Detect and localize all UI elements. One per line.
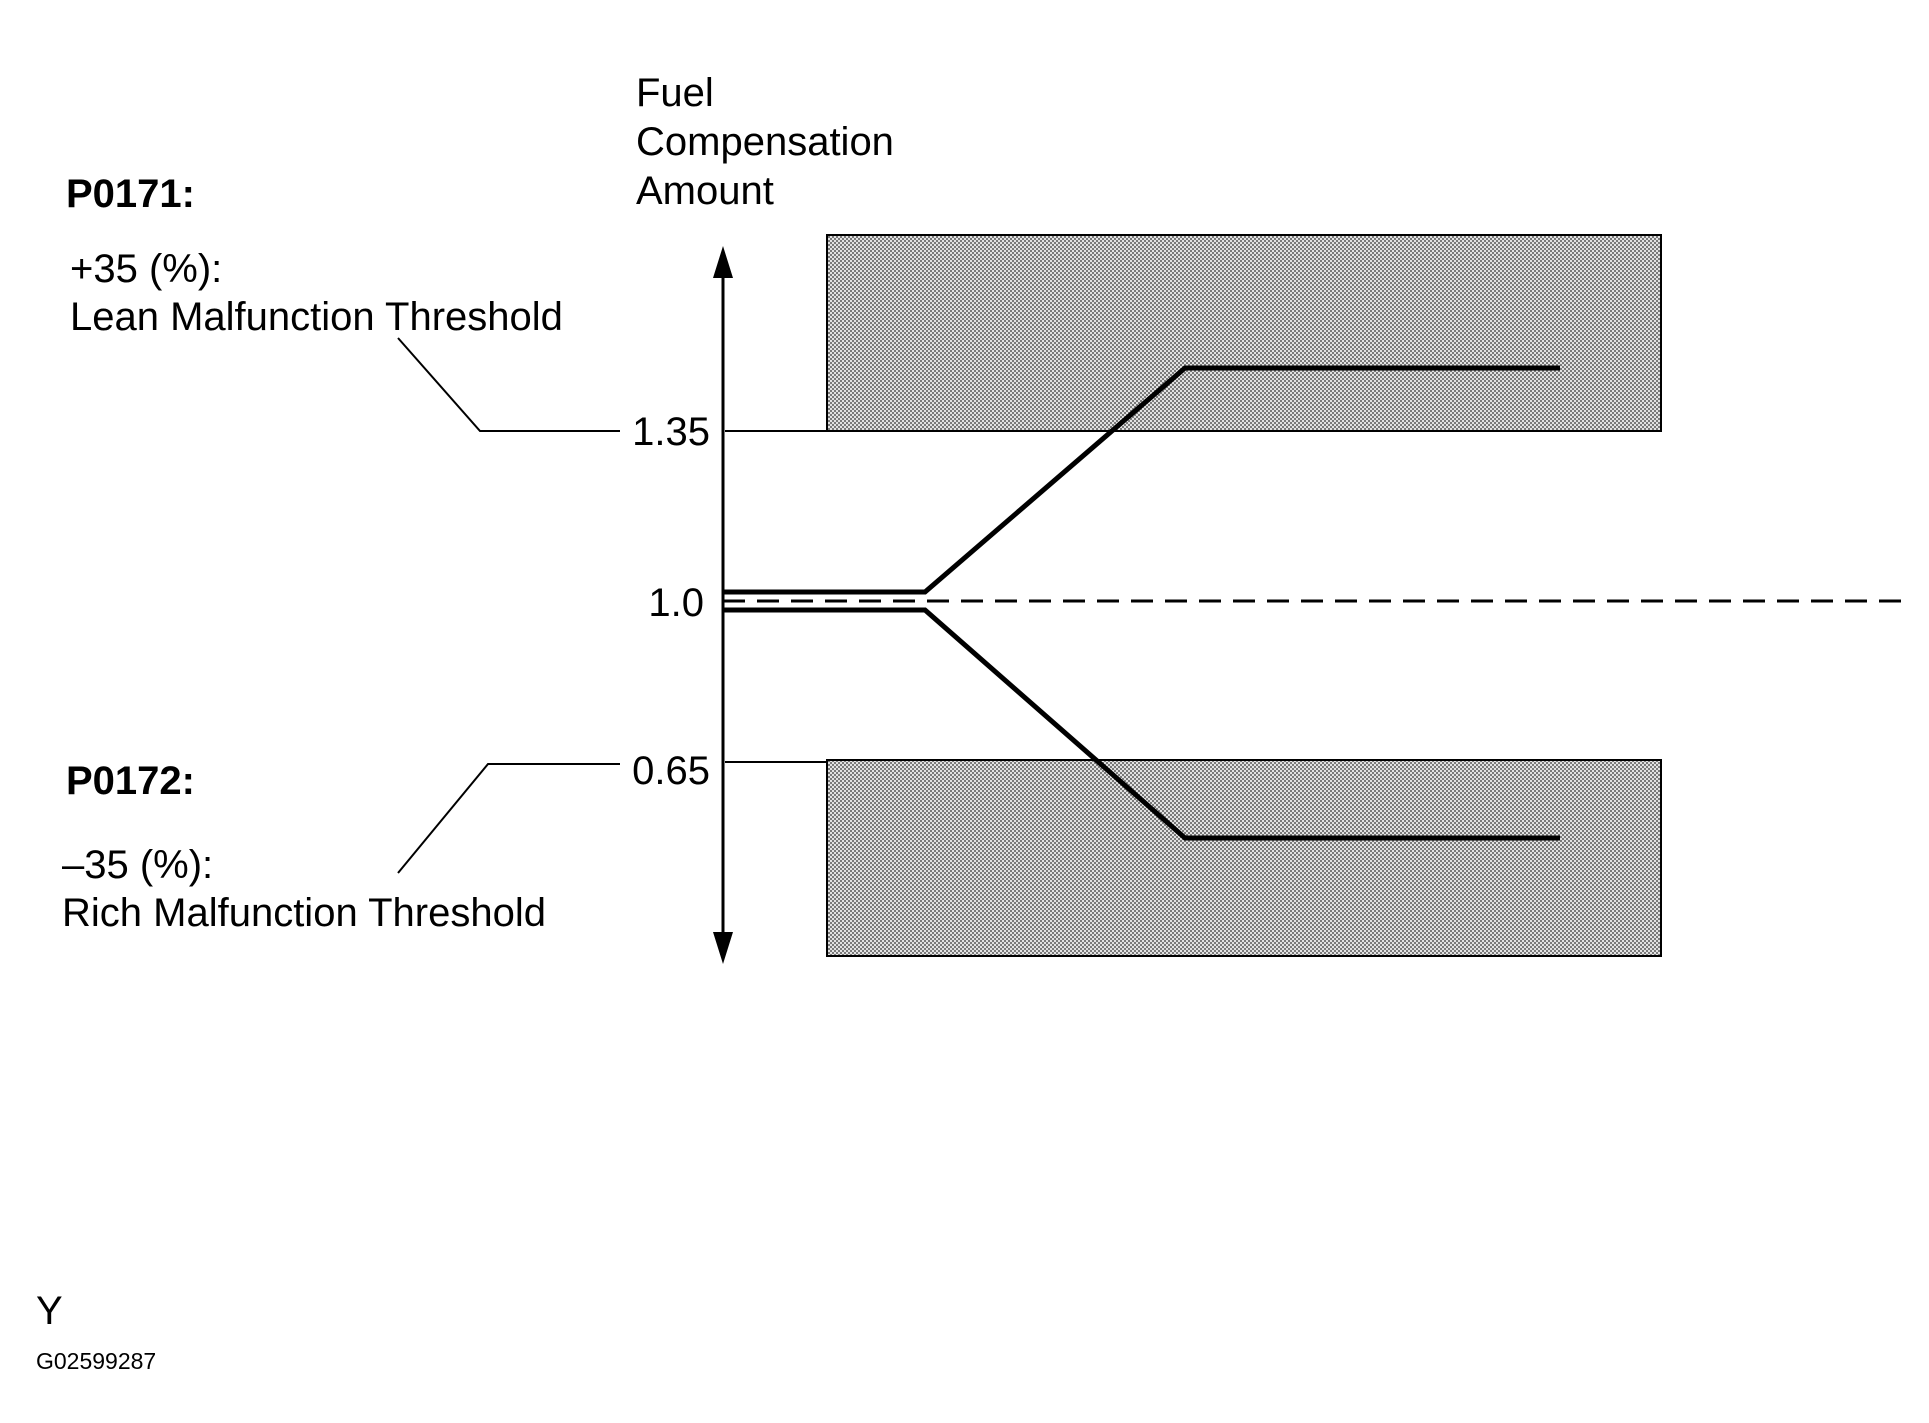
p0171-leader-line	[397, 337, 620, 432]
p0171-code: P0171:	[66, 172, 195, 216]
p0172-value: –35 (%):	[62, 843, 213, 887]
axis-title-line-2: Compensation	[636, 120, 894, 164]
lean-malfunction-zone	[826, 234, 1662, 432]
tick-label-1-35: 1.35	[632, 410, 710, 454]
tick-label-1-0: 1.0	[648, 581, 704, 625]
footer-letter: Y	[36, 1289, 63, 1333]
axis-arrow-up-icon	[713, 246, 733, 278]
axis-arrow-down-icon	[713, 932, 733, 964]
rich-trace	[723, 607, 1560, 841]
figure-id: G02599287	[36, 1348, 156, 1374]
p0171-value: +35 (%):	[70, 247, 222, 291]
p0172-description: Rich Malfunction Threshold	[62, 891, 546, 935]
lean-trace	[723, 365, 1560, 595]
axis-title-line-3: Amount	[636, 169, 774, 213]
axis-title-line-1: Fuel	[636, 71, 714, 115]
p0171-description: Lean Malfunction Threshold	[70, 295, 563, 339]
axis-title: Fuel Compensation Amount	[636, 71, 905, 213]
p0172-leader-line	[397, 763, 620, 874]
rich-malfunction-zone	[826, 759, 1662, 957]
tick-label-0-65: 0.65	[632, 749, 710, 793]
p0172-code: P0172:	[66, 759, 195, 803]
